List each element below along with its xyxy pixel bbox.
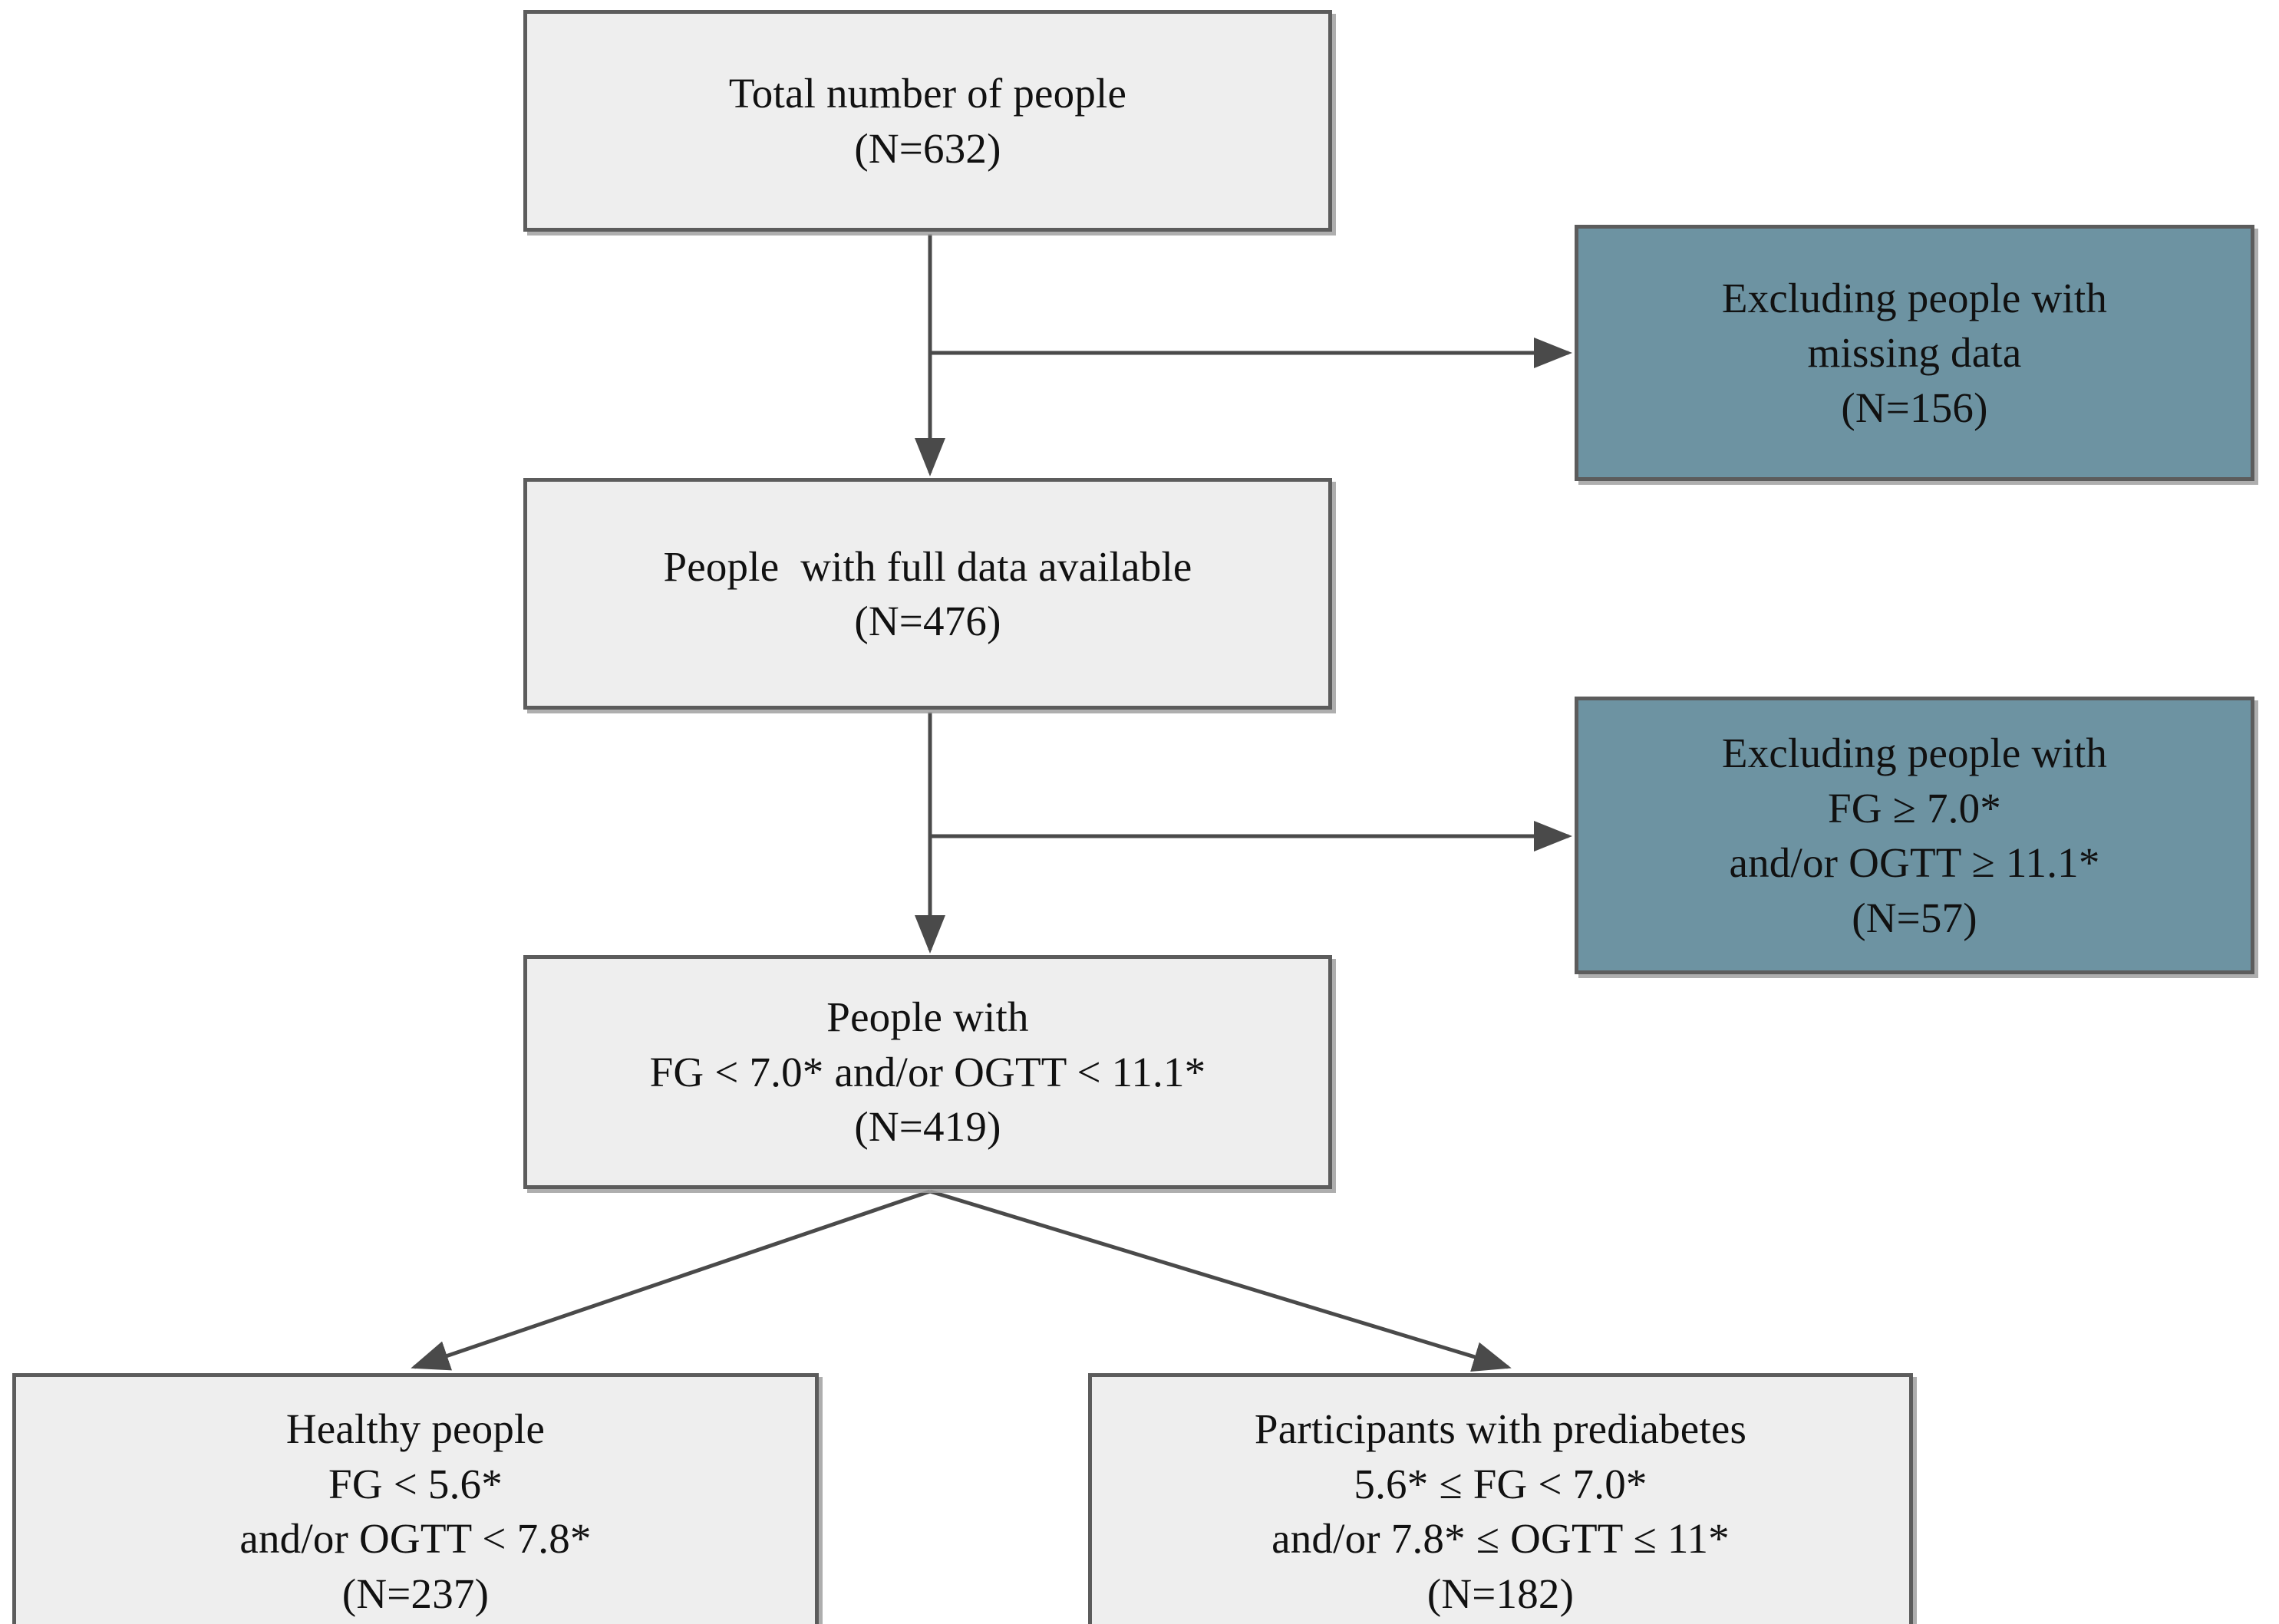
node-healthy-people-line-2: FG < 5.6*: [328, 1460, 503, 1507]
node-participants-prediabetes-line-2: 5.6* ≤ FG < 7.0*: [1354, 1460, 1647, 1507]
node-people-eligible-count: (N=419): [854, 1103, 1001, 1151]
node-participants-prediabetes-line-1: Participants with prediabetes: [1254, 1405, 1747, 1452]
node-excluded-missing-data-line-2: missing data: [1807, 329, 2022, 377]
node-participants-prediabetes-count: (N=182): [1426, 1570, 1575, 1617]
node-total-people-count: (N=632): [854, 124, 1001, 172]
node-excluded-diabetes-range-line-3: and/or OGTT ≥ 11.1*: [1729, 839, 2100, 886]
node-excluded-missing-data-line-1: Excluding people with: [1721, 274, 2108, 321]
node-healthy-people-line-1: Healthy people: [285, 1405, 546, 1452]
node-healthy-people-count: (N=237): [341, 1570, 490, 1617]
edge-eligible-to-prediabetes: [929, 1189, 1512, 1372]
node-participants-prediabetes-line-3: and/or 7.8* ≤ OGTT ≤ 11*: [1271, 1515, 1730, 1562]
node-excluded-diabetes-range-line-1: Excluding people with: [1721, 730, 2108, 776]
node-people-full-data[interactable]: People with full data available (N=476): [523, 478, 1332, 710]
node-people-full-data-line-1: People with full data available: [663, 542, 1192, 590]
node-people-eligible[interactable]: People with FG < 7.0* and/or OGTT < 11.1…: [523, 955, 1332, 1189]
node-excluded-diabetes-range-count: (N=57): [1852, 894, 1977, 941]
node-people-full-data-count: (N=476): [854, 598, 1001, 644]
node-excluded-diabetes-range-line-2: FG ≥ 7.0*: [1827, 784, 2002, 832]
node-excluded-diabetes-range[interactable]: Excluding people with FG ≥ 7.0* and/or O…: [1575, 697, 2254, 974]
node-total-people[interactable]: Total number of people (N=632): [523, 10, 1332, 232]
node-people-eligible-line-2: FG < 7.0* and/or OGTT < 11.1*: [649, 1048, 1206, 1095]
node-excluded-missing-data[interactable]: Excluding people with missing data (N=15…: [1575, 225, 2254, 481]
edge-eligible-to-healthy: [411, 1189, 931, 1371]
node-total-people-line-1: Total number of people: [728, 70, 1127, 117]
node-healthy-people-line-3: and/or OGTT < 7.8*: [239, 1515, 592, 1562]
node-people-eligible-line-1: People with: [826, 993, 1029, 1041]
node-excluded-missing-data-count: (N=156): [1841, 384, 1988, 431]
node-participants-prediabetes[interactable]: Participants with prediabetes 5.6* ≤ FG …: [1088, 1373, 1913, 1624]
node-healthy-people[interactable]: Healthy people FG < 5.6* and/or OGTT < 7…: [12, 1373, 819, 1624]
